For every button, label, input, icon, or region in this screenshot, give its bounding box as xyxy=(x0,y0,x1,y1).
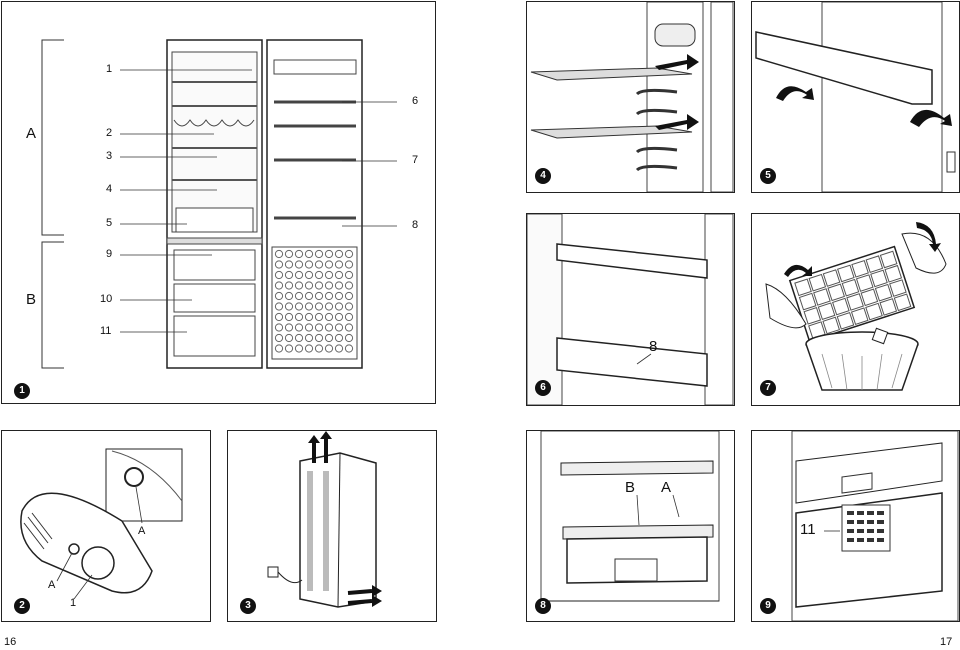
freezer-door-pattern xyxy=(274,249,354,353)
callout-2: 2 xyxy=(106,127,113,139)
figure-3-panel: 3 xyxy=(227,430,437,622)
figure-7-panel: 7 xyxy=(751,213,960,406)
callout-8: 8 xyxy=(412,219,419,231)
callout-5: 5 xyxy=(106,217,113,229)
callout-4: 4 xyxy=(106,183,113,195)
door-shelf-drawing xyxy=(527,214,734,405)
figure-4-badge: 4 xyxy=(535,168,551,184)
door-shelf-label: 8 xyxy=(649,338,658,355)
figure-5-panel: 5 xyxy=(751,1,960,193)
figure-4-panel: 4 xyxy=(526,1,735,193)
freezer-symbols xyxy=(847,511,884,542)
label-b: B xyxy=(625,479,636,496)
figure-1-badge: 1 xyxy=(14,383,30,399)
page-number-left: 16 xyxy=(4,636,17,648)
figure-2-panel: A A 1 2 xyxy=(1,430,211,622)
compartment-drawing xyxy=(540,431,720,602)
figure-8-badge: 8 xyxy=(535,598,551,614)
ice-tray-drawing xyxy=(765,222,947,391)
label-a-top: A xyxy=(138,525,146,537)
figure-9-panel: 11 9 xyxy=(751,430,960,622)
callout-11: 11 xyxy=(100,325,112,337)
figure-1-panel: A B 1 2 3 4 5 6 7 8 9 10 11 1 xyxy=(1,1,436,404)
page-number-right: 17 xyxy=(940,636,953,648)
section-b-label: B xyxy=(26,291,37,308)
label-1: 1 xyxy=(70,597,77,609)
figure-6-panel: 8 6 xyxy=(526,213,735,406)
ventilation-drawing xyxy=(267,431,382,608)
label-a: A xyxy=(661,479,672,496)
fridge-overview-drawing xyxy=(41,39,397,369)
freezer-drawer-label: 11 xyxy=(800,521,816,538)
freezer-drawer-drawing xyxy=(791,431,959,621)
shelf-removal-drawing xyxy=(530,2,734,192)
figure-2-badge: 2 xyxy=(14,598,30,614)
door-bin-drawing xyxy=(755,2,956,192)
callout-7: 7 xyxy=(412,154,419,166)
figure-3-badge: 3 xyxy=(240,598,256,614)
callout-1: 1 xyxy=(106,63,113,75)
callout-3: 3 xyxy=(106,150,113,162)
label-a-bottom: A xyxy=(48,579,56,591)
ice-tray-cells xyxy=(794,250,912,339)
figure-5-badge: 5 xyxy=(760,168,776,184)
callout-6: 6 xyxy=(412,95,419,107)
thermostat-drawing xyxy=(20,448,183,600)
figure-9-badge: 9 xyxy=(760,598,776,614)
section-a-label: A xyxy=(26,125,37,142)
figure-6-badge: 6 xyxy=(535,380,551,396)
figure-7-badge: 7 xyxy=(760,380,776,396)
callout-9: 9 xyxy=(106,248,113,260)
figure-8-panel: B A 8 xyxy=(526,430,735,622)
callout-10: 10 xyxy=(100,293,113,305)
